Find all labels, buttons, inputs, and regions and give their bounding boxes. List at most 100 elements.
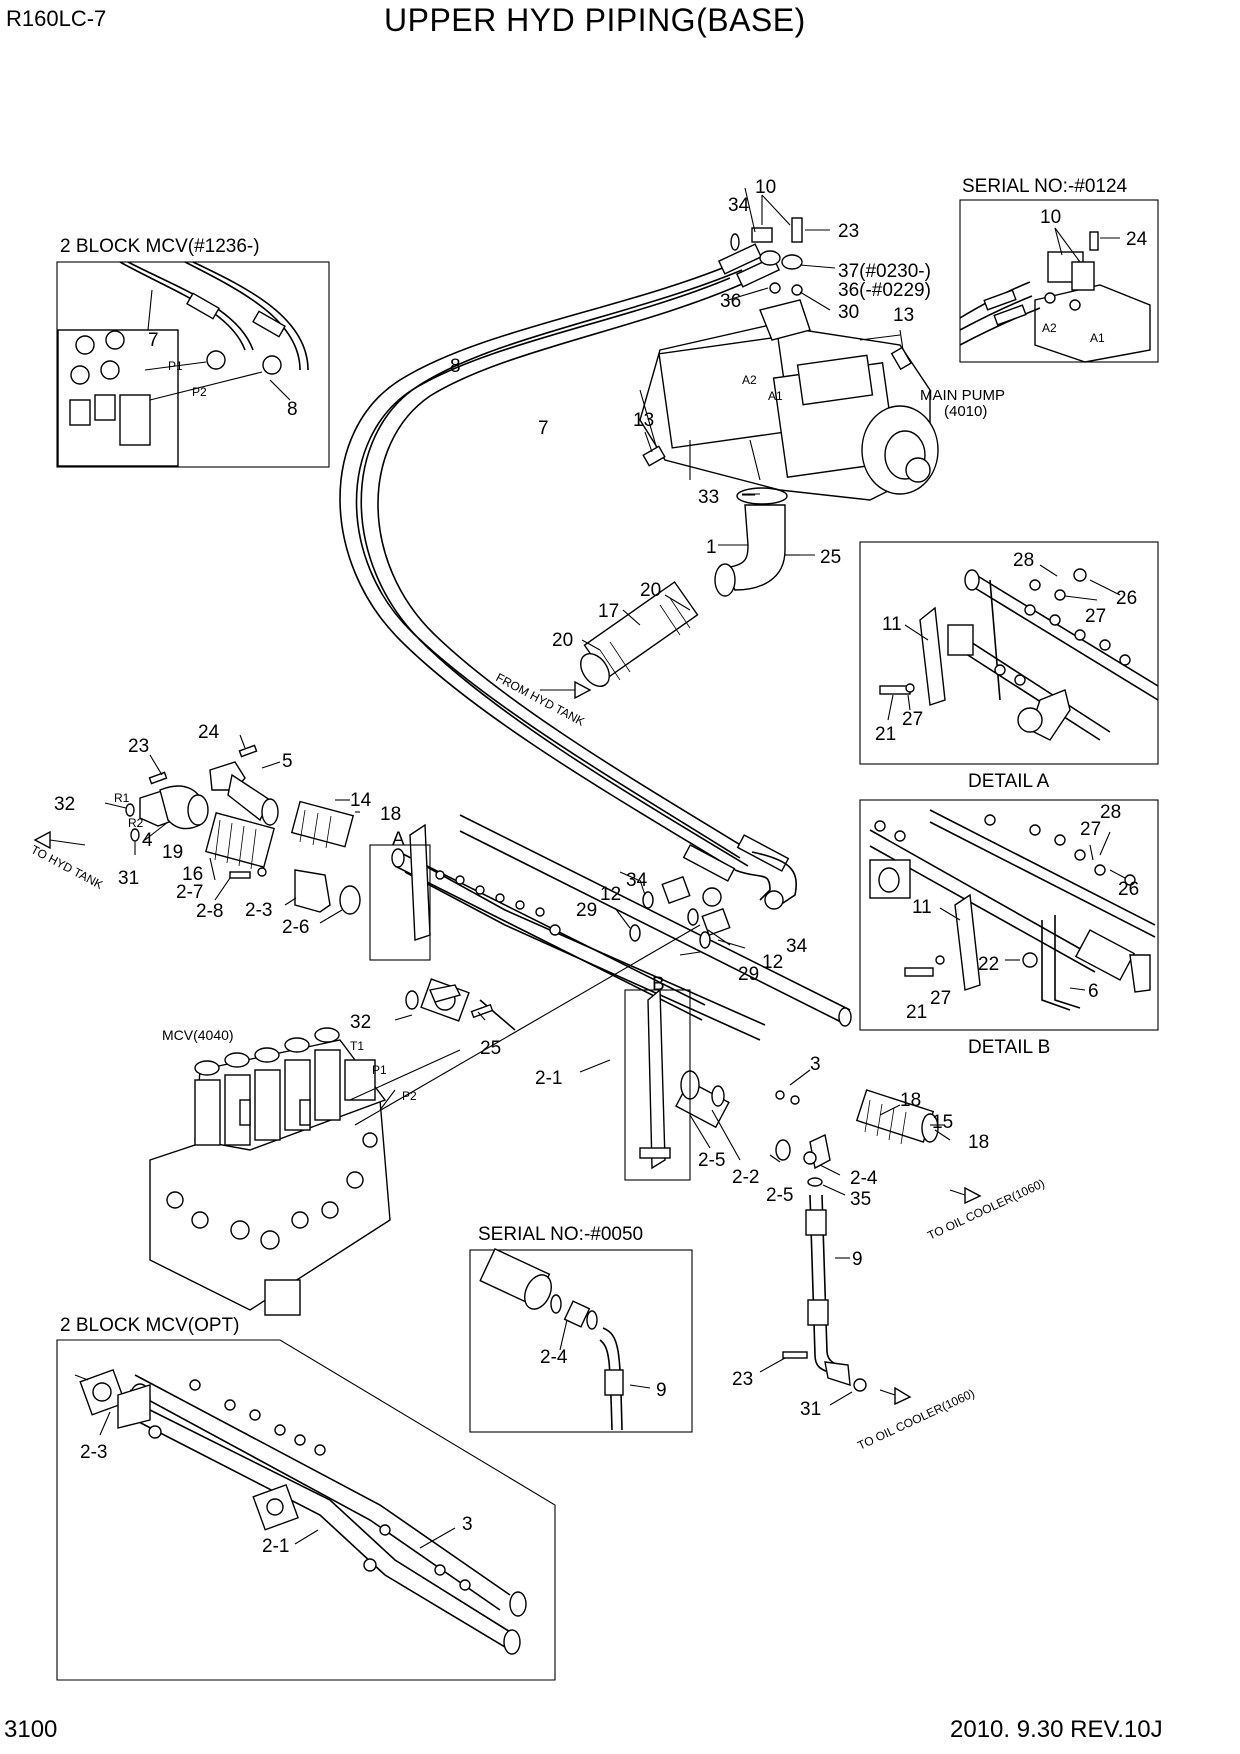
mcv-port-p2: P2	[402, 1089, 417, 1103]
port-a2: A2	[742, 373, 757, 387]
callout-1: 1	[706, 537, 717, 558]
callout-24-left: 24	[198, 722, 220, 743]
detail-b-callout-22: 22	[978, 954, 999, 975]
from-hyd-tank-label: FROM HYD TANK	[494, 670, 587, 728]
serial50-callout-9: 9	[656, 1380, 667, 1401]
callout-15: 15	[932, 1112, 953, 1133]
detail-b-callout-11: 11	[912, 897, 932, 918]
detail-b-title: DETAIL B	[968, 1037, 1050, 1058]
detail-a-callout-26: 26	[1116, 588, 1137, 609]
leader-20b	[581, 639, 601, 651]
mcv-opt-drawing	[74, 1368, 527, 1655]
callout-34b: 34	[786, 936, 808, 957]
to-hyd-tank-label: TO HYD TANK	[29, 842, 106, 892]
section-b-mark: B	[652, 974, 665, 995]
callout-8-pipe: 8	[450, 356, 461, 377]
box-mcv-opt	[56, 1339, 556, 1681]
callout-31-left: 31	[118, 868, 139, 889]
bracket-b	[647, 988, 666, 1170]
callout-3: 3	[810, 1054, 821, 1075]
leader-37	[799, 264, 836, 269]
callout-5: 5	[282, 751, 293, 772]
detail-b-callout-27b: 27	[930, 988, 951, 1009]
callout-30: 30	[838, 302, 859, 323]
callout-37: 37(#0230-)	[838, 261, 931, 282]
box1-callout-7: 7	[148, 330, 159, 351]
opt-callout-3: 3	[462, 1514, 473, 1535]
leader-10b	[761, 194, 791, 226]
revision-date: 2010. 9.30 REV.10J	[950, 1716, 1163, 1743]
callout-29b: 29	[738, 964, 759, 985]
port-r1: R1	[114, 791, 130, 805]
callout-2-8: 2-8	[196, 901, 223, 922]
box-mcv-1236-title: 2 BLOCK MCV(#1236-)	[60, 236, 260, 257]
leader-20a	[664, 594, 691, 611]
mcv-label: MCV(4040)	[162, 1027, 234, 1043]
detail-b-callout-28: 28	[1100, 802, 1121, 823]
callout-20b: 20	[552, 630, 573, 651]
mcv-port-t1: T1	[350, 1039, 364, 1053]
main-pump-code: (4010)	[944, 403, 987, 420]
box-serial-0124-title: SERIAL NO:-#0124	[962, 176, 1128, 197]
to-oil-cooler-label-1: TO OIL COOLER(1060)	[925, 1176, 1046, 1243]
serial-0124-drawing	[959, 227, 1151, 363]
callout-2-5b: 2-5	[766, 1185, 793, 1206]
callout-23: 23	[838, 221, 859, 242]
callout-2-7: 2-7	[176, 882, 203, 903]
section-b-frame	[624, 989, 691, 1181]
detail-b-callout-27a: 27	[1080, 819, 1101, 840]
callout-31-bottom: 31	[800, 1399, 821, 1420]
detail-a-callout-27b: 27	[902, 709, 923, 730]
port-a1: A1	[768, 389, 783, 403]
box1-port-p2: P2	[192, 385, 207, 399]
main-pump	[639, 299, 939, 501]
detail-b-callout-26: 26	[1118, 879, 1139, 900]
hose-9	[759, 1186, 982, 1406]
callout-12a: 12	[600, 884, 621, 905]
leader-13l	[644, 431, 653, 453]
detail-a-callout-11: 11	[882, 614, 902, 635]
callout-2-6: 2-6	[282, 917, 309, 938]
page-title: UPPER HYD PIPING(BASE)	[384, 2, 806, 38]
callout-18b: 18	[968, 1132, 989, 1153]
callout-23-left: 23	[128, 736, 149, 757]
pump-top-fittings	[642, 217, 913, 467]
box-serial-port-a2: A2	[1042, 321, 1057, 335]
callout-18-left: 18	[380, 804, 401, 825]
return-pipe-group	[33, 734, 361, 924]
detail-a-title: DETAIL A	[968, 771, 1050, 792]
callout-2-1: 2-1	[535, 1068, 562, 1089]
detail-a-callout-21: 21	[875, 724, 896, 745]
serial50-callout-2-4: 2-4	[540, 1347, 568, 1368]
detail-a-drawing	[879, 564, 1159, 741]
callout-2-4: 2-4	[850, 1168, 878, 1189]
callout-9: 9	[852, 1249, 863, 1270]
callout-29a: 29	[576, 900, 597, 921]
callout-20a: 20	[640, 580, 661, 601]
callout-14: 14	[350, 790, 372, 811]
return-pipe-assembly	[391, 814, 939, 1187]
callout-32-mid: 32	[350, 1012, 371, 1033]
callout-13-left: 13	[633, 410, 654, 431]
leader-30	[799, 291, 831, 311]
detail-a-callout-28: 28	[1013, 550, 1034, 571]
serial-callout-10: 10	[1040, 207, 1061, 228]
main-pump-label: MAIN PUMP	[920, 387, 1005, 404]
box-serial-0124	[959, 199, 1159, 363]
box-serial-0050-title: SERIAL NO:-#0050	[478, 1224, 643, 1245]
detail-b-drawing	[869, 809, 1156, 1011]
suction-line	[580, 487, 800, 687]
detail-b-callout-21: 21	[906, 1002, 927, 1023]
callout-4: 4	[142, 830, 153, 851]
box1-port-p1: P1	[168, 359, 183, 373]
detail-b-callout-6: 6	[1088, 981, 1099, 1002]
callout-2-2: 2-2	[732, 1167, 759, 1188]
box-detail-a	[859, 541, 1159, 765]
leader-13r	[899, 329, 904, 351]
leader-17	[622, 609, 641, 626]
middle-leaders	[394, 871, 951, 1196]
callout-34: 34	[728, 195, 750, 216]
callout-36-note: 36(-#0229)	[838, 280, 931, 301]
detail-a-callout-27a: 27	[1085, 606, 1106, 627]
bracket-b-base	[639, 1147, 671, 1159]
